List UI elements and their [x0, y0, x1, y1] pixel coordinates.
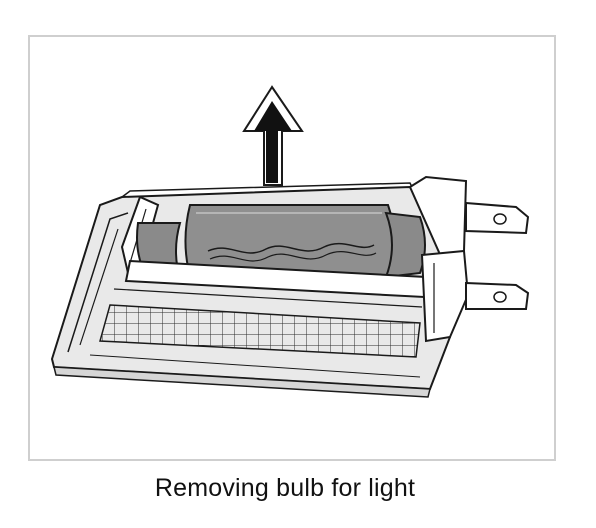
- figure-frame: [28, 35, 556, 461]
- figure-caption: Removing bulb for light: [154, 474, 416, 502]
- lens-grid: [99, 288, 423, 358]
- right-terminal: [408, 175, 530, 343]
- up-arrow-icon: [242, 85, 304, 186]
- lamp-illustration: [50, 85, 530, 398]
